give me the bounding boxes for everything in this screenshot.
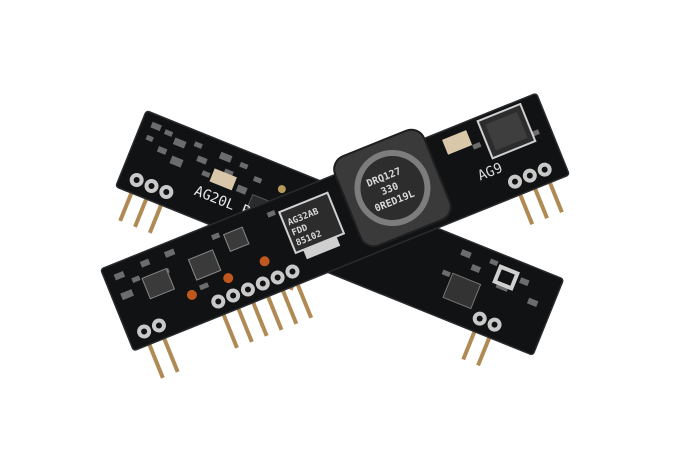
module-front-transistor-1	[141, 267, 176, 300]
module-front-mosfet: AG32AB FDD 85102	[277, 191, 346, 260]
module-back-right-ic	[442, 272, 482, 310]
module-back-via	[277, 185, 286, 194]
module-front-right-capacitor	[442, 130, 473, 155]
module-front: AG32AB FDD 85102 DRQ127 330 0RED19L AG9	[100, 93, 570, 379]
module-front-inductor: DRQ127 330 0RED19L	[333, 128, 452, 248]
module-back-pads	[129, 173, 502, 332]
module-front-pins	[146, 178, 564, 379]
module-front-transistor-3	[222, 226, 250, 252]
module-front-transistor-2	[187, 249, 222, 281]
module-front-orange-part-2	[223, 273, 234, 284]
module-front-pads	[137, 162, 552, 339]
module-back-capacitor	[209, 168, 237, 191]
module-front-right-diode	[476, 102, 537, 160]
module-front-orange-part-1	[186, 289, 197, 300]
module-front-orange-part-3	[259, 256, 270, 267]
